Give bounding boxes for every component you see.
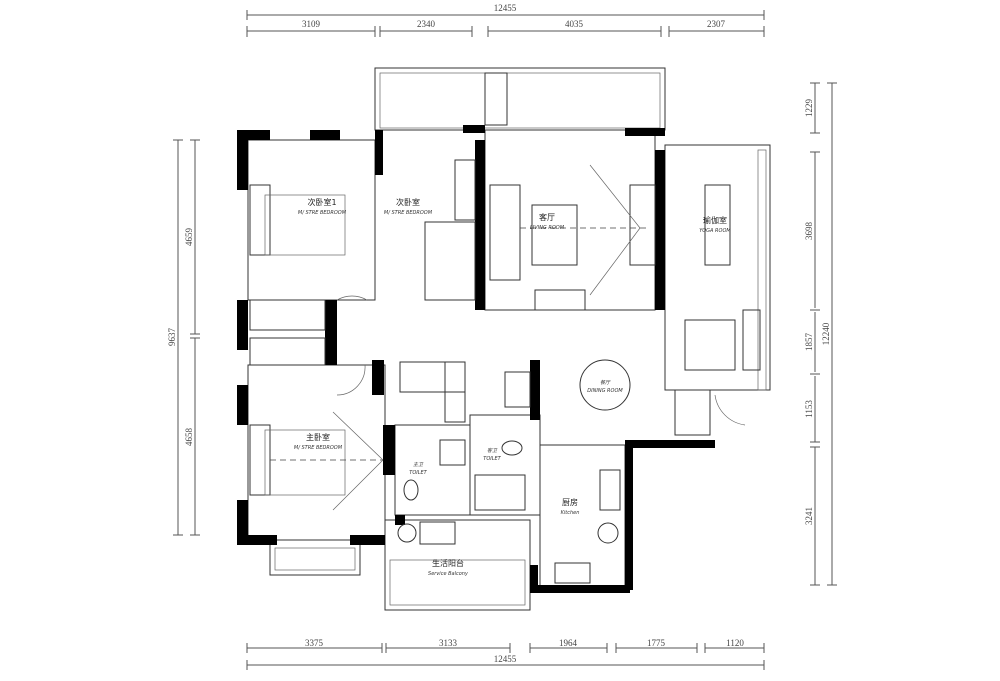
room-yoga-name: 瑜伽室 xyxy=(703,215,727,225)
dim-bottom-2: 3133 xyxy=(439,638,458,648)
kitchen-sink xyxy=(554,562,591,584)
dim-bottom-total: 12455 xyxy=(494,654,517,664)
bed-master xyxy=(249,424,271,496)
furniture xyxy=(249,72,761,584)
tv-cabinet xyxy=(629,184,656,266)
room-bedroom2-en: M/ STRE BEDROOM xyxy=(298,210,347,216)
room-living-en: LIVING ROOM xyxy=(530,225,565,231)
room-kitchen-name: 厨房 xyxy=(562,497,578,507)
dim-bottom-3: 1964 xyxy=(559,638,578,648)
room-yoga-en: YOGA ROOM xyxy=(699,228,731,234)
sofa xyxy=(489,184,521,281)
right-dimension-chain: 1229 3698 1857 1153 3241 12240 xyxy=(804,82,837,586)
room-kitchen-en: Kitchen xyxy=(561,510,580,516)
dining-table xyxy=(579,359,631,411)
room-labels: 次卧室1 M/ STRE BEDROOM 次卧室 M/ STRE BEDROOM… xyxy=(294,197,731,577)
dim-bottom-4: 1775 xyxy=(647,638,666,648)
dim-right-total: 12240 xyxy=(821,322,831,345)
dim-top-1: 3109 xyxy=(302,19,321,29)
room-bath1-name: 主卫 xyxy=(413,461,424,468)
dim-right-1: 1229 xyxy=(804,99,814,118)
room-master-en: M/ STRE BEDROOM xyxy=(294,445,343,451)
dim-right-2: 3698 xyxy=(804,222,814,241)
room-master-name: 主卧室 xyxy=(306,432,330,442)
room-bedroom3-name: 次卧室 xyxy=(396,197,420,207)
dim-left-total: 9637 xyxy=(167,328,177,347)
bottom-dimension-chain: 3375 3133 1964 1775 1120 12455 xyxy=(246,638,765,670)
bed-bedroom2 xyxy=(249,184,271,256)
dim-right-5: 3241 xyxy=(804,507,814,525)
bathtub xyxy=(474,474,526,511)
dim-bottom-1: 3375 xyxy=(305,638,324,648)
dim-top-total: 12455 xyxy=(494,3,517,13)
room-bedroom2-name: 次卧室1 xyxy=(307,197,336,207)
dim-right-3: 1857 xyxy=(804,333,814,352)
yoga-mat xyxy=(704,184,731,266)
coffee-table xyxy=(531,204,578,266)
room-bath2-en: TOILET xyxy=(483,456,501,462)
walls xyxy=(237,125,715,593)
room-dining-name: 餐厅 xyxy=(600,379,611,386)
dim-top-3: 4035 xyxy=(565,19,584,29)
left-dimension-chain: 9637 4659 4658 xyxy=(167,139,200,536)
room-bath2-name: 客卫 xyxy=(487,447,498,454)
dim-left-1: 4659 xyxy=(184,228,194,247)
dim-bottom-5: 1120 xyxy=(726,638,744,648)
dim-top-4: 2307 xyxy=(707,19,726,29)
bed-bedroom3 xyxy=(424,221,476,301)
dim-right-4: 1153 xyxy=(804,400,814,418)
dim-left-2: 4658 xyxy=(184,428,194,447)
dim-top-2: 2340 xyxy=(417,19,436,29)
room-bath1-en: TOILET xyxy=(409,470,427,476)
wardrobe-1 xyxy=(249,299,326,331)
room-dining-en: DINING ROOM xyxy=(587,388,623,394)
room-service-balcony-name: 生活阳台 xyxy=(432,558,464,568)
room-bedroom3-en: M/ STRE BEDROOM xyxy=(384,210,433,216)
top-dimension-chain: 12455 3109 2340 4035 2307 xyxy=(246,3,765,37)
stove xyxy=(599,469,621,511)
room-living-name: 客厅 xyxy=(539,212,555,222)
room-service-balcony-en: Service Balcony xyxy=(428,571,469,577)
wardrobe-2 xyxy=(249,337,326,366)
